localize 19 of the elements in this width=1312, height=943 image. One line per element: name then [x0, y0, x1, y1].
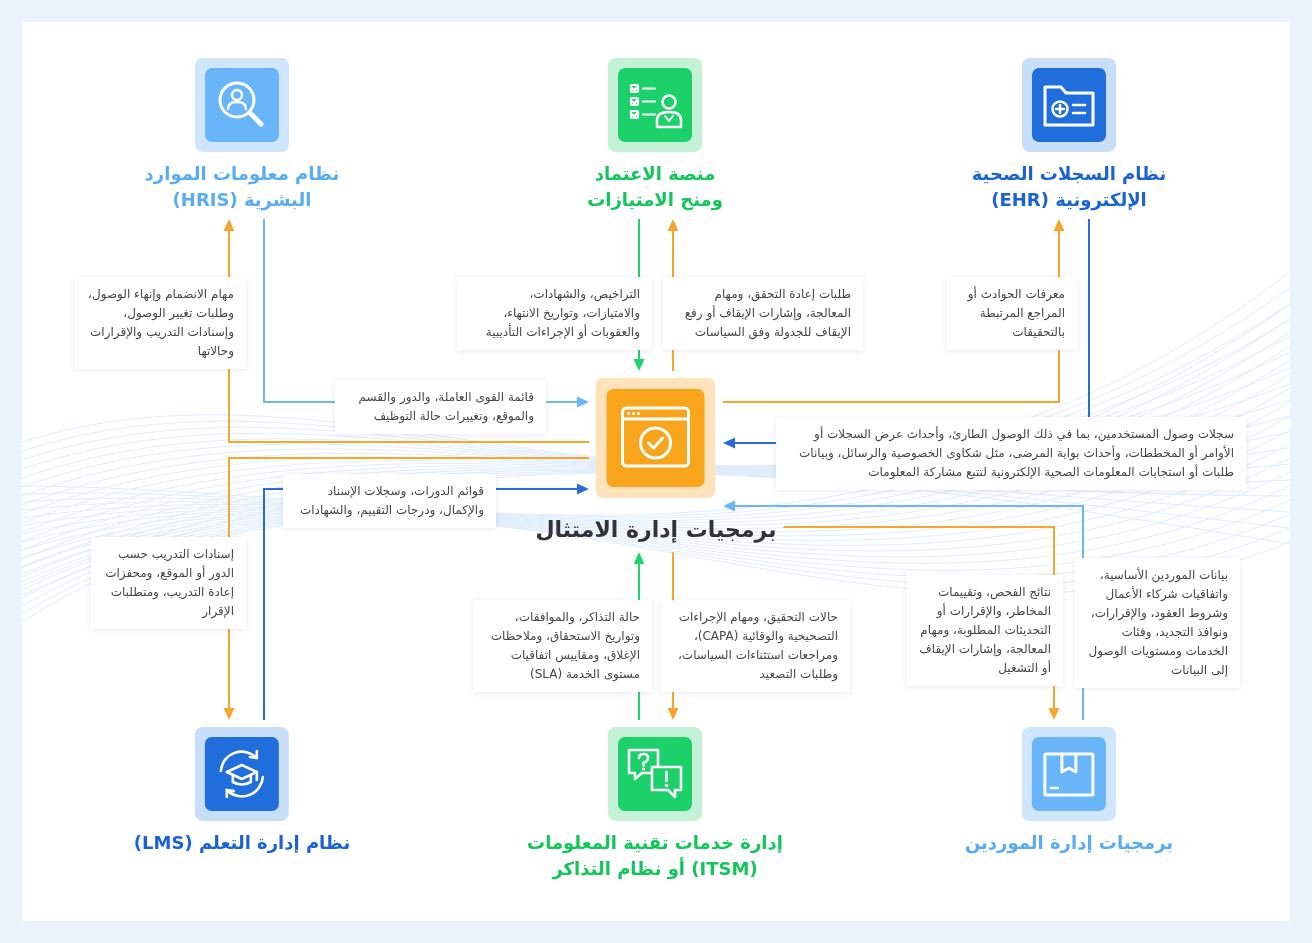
edge-label: نتائج الفحص، وتقييمات المخاطر، والإقرارات أو التحديثات المطلوبة، ومهام المعالجة، وإشارات الإيقاف أو التشغيل: [907, 575, 1063, 686]
node-title: منصة الاعتماد ومنح الامتيازات: [586, 162, 724, 213]
edge-label: طلبات إعادة التحقق، ومهام المعالجة، وإشارات الإيقاف أو رفع الإيقاف للجدولة وفق السياسات: [663, 277, 863, 350]
node-title: برمجيات إدارة الموردين: [964, 831, 1174, 856]
edge-label: سجلات وصول المستخدمين، بما في ذلك الوصول الطارئ، وأحداث عرض السجلات أو الأوامر أو المخططات، وأحداث بوابة المرضى، مثل شكاوى الخصوصية والرسائل، وبيانات طلبات أو استجابات المعلومات الصحية الإلكترونية لتتبع مشاركة المعلومات: [776, 417, 1246, 490]
node-title: نظام السجلات الصحية الإلكترونية (EHR): [970, 162, 1168, 213]
edge-label: حالة التذاكر، والموافقات، وتواريخ الاستحقاق، وملاحظات الإغلاق، ومقاييس اتفاقيات مستوى الخدمة (SLA): [473, 600, 652, 692]
edge-label: مهام الانضمام وإنهاء الوصول، وطلبات تغيير الوصول، وإسنادات التدريب والإقرارات وحالاتها: [75, 277, 246, 369]
edge-label: قائمة القوى العاملة، والدور والقسم والموقع، وتغييرات حالة التوظيف: [335, 380, 546, 434]
edge-label: بيانات الموردين الأساسية، واتفاقيات شركاء الأعمال وشروط العقود، والإقرارات، ونوافذ التجديد، وفئات الخدمات ومستويات الوصول إلى البيانات: [1075, 558, 1240, 688]
edge-label: حالات التحقيق، ومهام الإجراءات التصحيحية والوقائية (CAPA)، ومراجعات استثناءات السياسات، وطلبات التصعيد: [661, 600, 850, 692]
node-title: برمجيات إدارة الامتثال: [535, 516, 777, 545]
edge-label: إسنادات التدريب حسب الدور أو الموقع، ومحفزات إعادة التدريب، ومتطلبات الإقرار: [91, 537, 246, 629]
node-title: نظام إدارة التعلم (LMS): [133, 831, 351, 855]
edge-label: معرفات الحوادث أو المراجع المرتبطة بالتحقيقات: [947, 277, 1077, 350]
edge-label: قوائم الدورات، وسجلات الإسناد والإكمال، ودرجات التقييم، والشهادات: [283, 474, 496, 528]
edge-label: التراخيص، والشهادات، والامتيازات، وتواريخ الانتهاء، والعقوبات أو الإجراءات التأديبية: [457, 277, 652, 350]
node-title: إدارة خدمات تقنية المعلومات (ITSM) أو نظام التذاكر: [526, 831, 784, 882]
node-title: نظام معلومات الموارد البشرية (HRIS): [143, 162, 341, 213]
